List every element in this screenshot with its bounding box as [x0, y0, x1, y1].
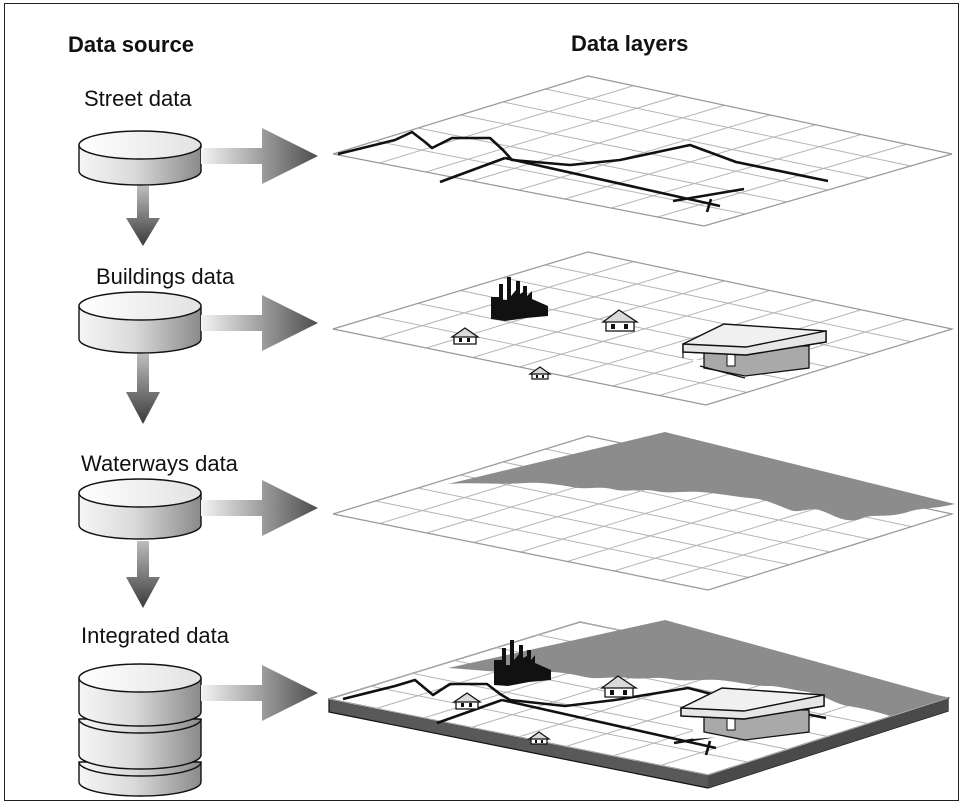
street-layer-grid — [332, 75, 953, 227]
buildings-data-label: Buildings data — [96, 264, 235, 289]
integrated-data-label: Integrated data — [81, 623, 230, 648]
grid-line — [657, 143, 907, 218]
data-layers-heading: Data layers — [571, 31, 689, 56]
grid-line — [379, 85, 634, 164]
integrated-water-area — [448, 620, 948, 716]
down-arrow-icon — [126, 186, 160, 246]
factory-icon — [494, 640, 551, 686]
data-source-heading: Data source — [68, 32, 194, 57]
factory-icon — [491, 277, 548, 321]
integrated-database-icon — [78, 663, 202, 797]
grid-line — [707, 697, 949, 776]
grid-line — [565, 299, 816, 377]
buildings-database-icon — [78, 291, 202, 354]
right-arrow-icon — [201, 295, 318, 351]
street-data-label: Street data — [84, 86, 192, 111]
down-arrow-icon — [126, 354, 160, 424]
buildings-layer-grid — [332, 251, 955, 406]
street-lines — [337, 130, 829, 213]
grid-line — [425, 95, 680, 173]
house-icon — [600, 675, 639, 698]
grid-line — [611, 134, 862, 209]
grid-line — [660, 503, 907, 581]
down-arrow-icon — [126, 541, 160, 608]
grid-line — [471, 104, 725, 182]
right-arrow-icon — [201, 480, 318, 536]
grid-outline — [332, 75, 953, 227]
waterways-data-label: Waterways data — [81, 451, 238, 476]
right-arrow-icon — [201, 665, 318, 721]
waterways-database-icon — [78, 478, 202, 540]
diagram-frame — [4, 3, 959, 801]
house-icon — [528, 366, 552, 380]
street-database-icon — [78, 130, 202, 186]
house-icon — [451, 692, 483, 710]
large-building-icon — [682, 323, 827, 379]
house-icon — [527, 731, 551, 745]
right-arrow-icon — [201, 128, 318, 184]
house-icon — [449, 327, 481, 345]
grid-line — [519, 290, 771, 368]
grid-outline — [332, 435, 955, 591]
house-icon — [601, 309, 640, 332]
grid-outline — [332, 251, 955, 406]
water-area — [448, 432, 955, 521]
grid-line — [472, 280, 725, 358]
large-building-icon — [680, 687, 825, 741]
grid-line — [564, 124, 816, 200]
grid-line — [328, 621, 581, 700]
grid-line — [518, 114, 771, 191]
